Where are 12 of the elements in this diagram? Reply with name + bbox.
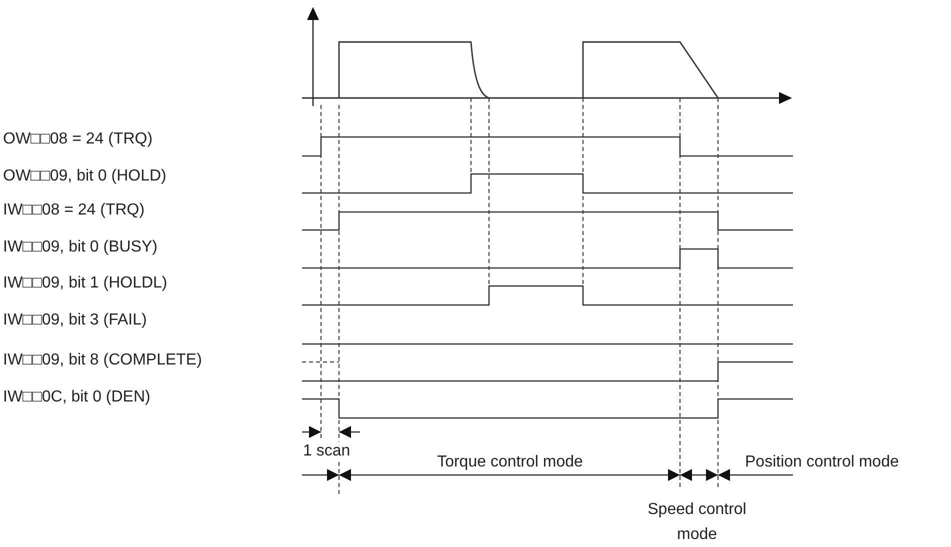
signal-name: IW□□08 = 24 (TRQ) [3, 200, 145, 220]
mode-label: Speed control mode [646, 500, 748, 545]
mode-label: Position control mode [745, 452, 899, 472]
signal-name: OW□□09, bit 0 (HOLD) [3, 166, 166, 186]
signal-name: IW□□0C, bit 0 (DEN) [3, 388, 150, 406]
mode-label: Torque control mode [437, 452, 583, 472]
signal-name: IW□□09, bit 3 (FAIL) [3, 310, 147, 330]
signal-name: IW□□09, bit 0 (BUSY) [3, 238, 158, 256]
signal-name: OW□□08 = 24 (TRQ) [3, 130, 153, 148]
signal-name: IW□□09, bit 1 (HOLDL) [3, 274, 168, 292]
signal-name: IW□□09, bit 8 (COMPLETE) [3, 350, 202, 370]
dimension-label: 1 scan [303, 442, 350, 460]
